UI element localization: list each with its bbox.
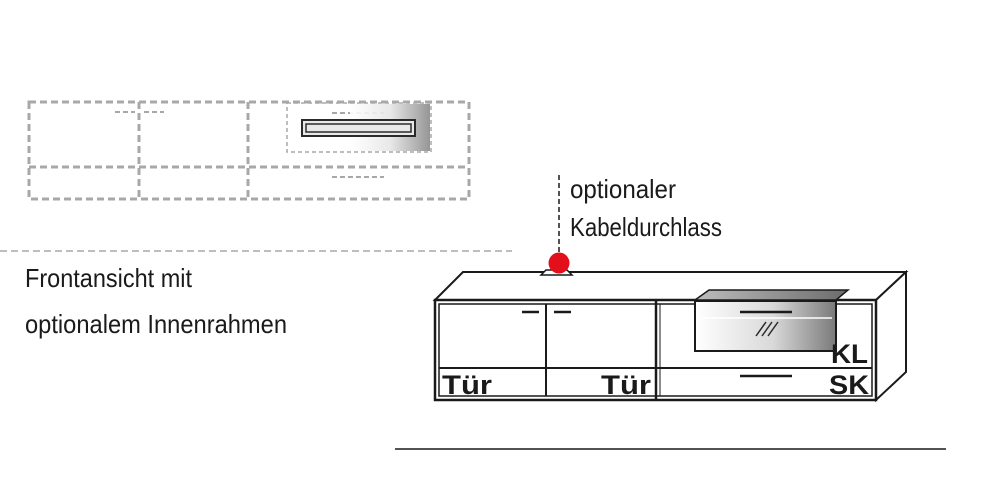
glass-hatch-icon	[755, 321, 779, 337]
drawer-label: SK	[829, 370, 870, 400]
callout-line-1: optionaler	[570, 174, 676, 204]
door-right-label: Tür	[601, 370, 652, 400]
door-left-label: Tür	[442, 370, 493, 400]
cable-outlet-marker	[548, 252, 570, 274]
caption-line-1: Frontansicht mit	[25, 263, 193, 293]
inner-frame	[301, 119, 416, 137]
inner-frame-inset	[305, 123, 412, 133]
caption-line-2: optionalem Innenrahmen	[25, 309, 287, 339]
front-view	[27, 100, 471, 201]
callout-line-2: Kabeldurchlass	[570, 212, 722, 242]
flap-label: KL	[831, 339, 868, 369]
glass-top	[692, 289, 851, 301]
glass-flap	[694, 300, 837, 352]
